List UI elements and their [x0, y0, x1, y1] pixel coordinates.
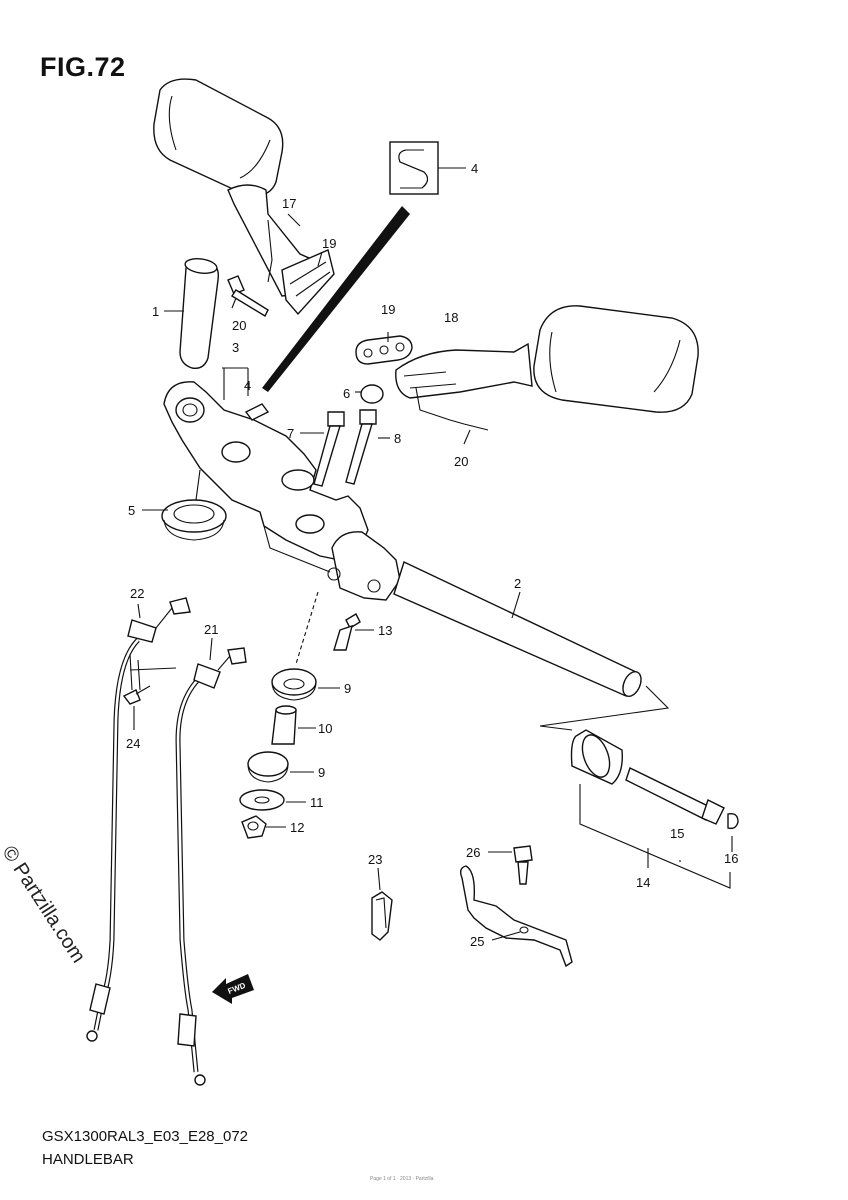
callout-23: 23 [368, 852, 382, 867]
part-4-small-emblem [244, 403, 270, 421]
callout-labels: 1 2 3 4 4 5 6 7 8 9 9 10 11 12 13 14 15 … [126, 161, 738, 949]
leader-lines [133, 167, 733, 941]
callout-11: 11 [310, 795, 324, 810]
callout-20-right: 20 [454, 454, 468, 469]
model-code: GSX1300RAL3_E03_E28_072 [42, 1128, 249, 1145]
callout-24: 24 [126, 736, 140, 751]
callout-10: 10 [318, 721, 332, 736]
callout-8: 8 [394, 431, 401, 446]
callout-4-emblem: 4 [471, 161, 478, 176]
part-9-lower-rubber [247, 751, 289, 783]
part-10-collar [271, 705, 297, 745]
part-23-clamp [371, 891, 393, 941]
part-2-right-handlebar [327, 531, 642, 698]
part-19-right-plate [355, 335, 413, 365]
part-12-nut [241, 815, 267, 839]
part-8-bolt [345, 409, 377, 485]
callout-25: 25 [470, 934, 484, 949]
callout-19-right: 19 [381, 302, 395, 317]
callout-20-left: 20 [232, 318, 246, 333]
part-1-left-grip [179, 258, 220, 369]
callout-22: 22 [130, 586, 144, 601]
callout-15: 15 [670, 826, 684, 841]
part-20-left-bolt [227, 275, 269, 317]
part-4-emblem [389, 141, 439, 195]
pointer-arrow [262, 206, 410, 392]
callout-17: 17 [282, 196, 296, 211]
callout-13: 13 [378, 623, 392, 638]
footer-note: Page 1 of 1 · 2013 · Partzilla [370, 1176, 434, 1182]
callout-2: 2 [514, 576, 521, 591]
callout-7: 7 [287, 426, 294, 441]
callout-4-holder: 4 [244, 378, 251, 393]
part-6-cap [360, 384, 384, 404]
part-24-screw [122, 653, 177, 705]
figure-name: HANDLEBAR [42, 1151, 134, 1168]
part-11-washer [239, 789, 285, 811]
callout-18: 18 [444, 310, 458, 325]
callout-12: 12 [290, 820, 304, 835]
callout-1: 1 [152, 304, 159, 319]
callout-14: 14 [636, 875, 650, 890]
figure-title: FIG.72 [40, 52, 126, 82]
callout-26: 26 [466, 845, 480, 860]
break-line [539, 685, 670, 731]
part-9-upper-rubber [271, 668, 317, 701]
callout-16: 16 [724, 851, 738, 866]
part-7-bolt [313, 411, 345, 487]
callout-9-upper: 9 [344, 681, 351, 696]
callout-5: 5 [128, 503, 135, 518]
callout-19-left: 19 [322, 236, 336, 251]
callout-6: 6 [343, 386, 350, 401]
part-22-throttle-cable [86, 597, 191, 1042]
part-18-right-mirror [395, 305, 699, 413]
part-26-bolt [513, 845, 533, 885]
part-5-collar [161, 499, 227, 541]
part-3-handlebar-holder [163, 381, 369, 573]
callout-21: 21 [204, 622, 218, 637]
part-25-bracket [459, 865, 573, 968]
part-17-left-mirror [153, 78, 335, 316]
callout-3: 3 [232, 340, 239, 355]
centre-axis-line [295, 591, 319, 665]
part-14-bar-end-weight [570, 729, 739, 830]
part-21-throttle-cable [175, 647, 247, 1086]
fwd-arrow: FWD [212, 974, 254, 1004]
part-13-bolt [333, 613, 361, 651]
callout-9-lower: 9 [318, 765, 325, 780]
